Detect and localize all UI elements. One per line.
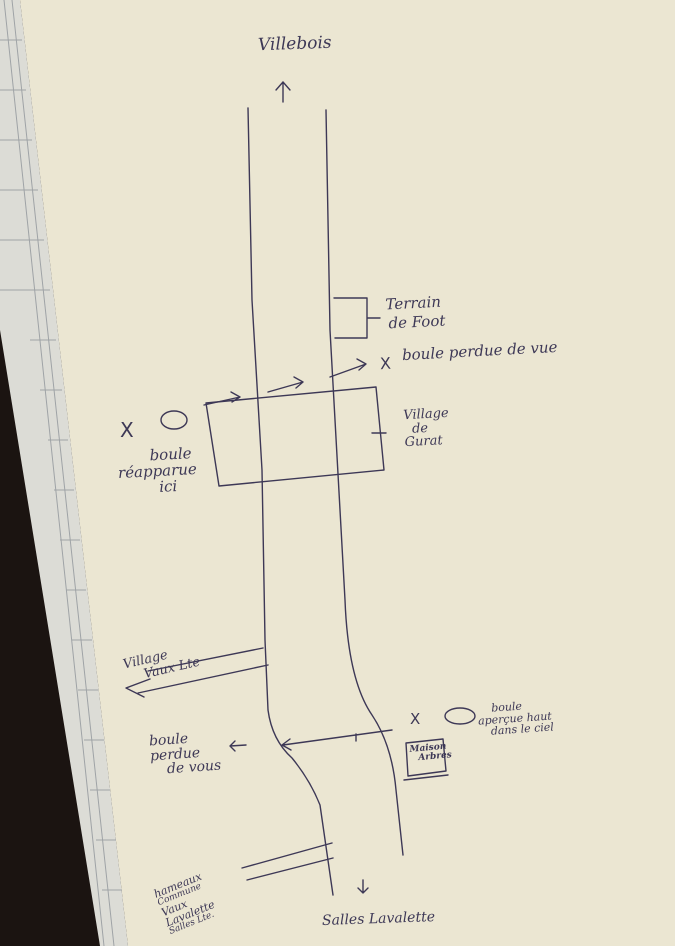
label-football-field: Terrain de Foot bbox=[385, 292, 446, 333]
ink-lines bbox=[125, 81, 476, 896]
grid-strip bbox=[0, 0, 128, 946]
village-gurat-box bbox=[205, 386, 385, 487]
vaux-road-bottom bbox=[137, 664, 269, 694]
trajectory-arrow-2 bbox=[267, 376, 304, 393]
road-right-edge bbox=[325, 109, 404, 856]
hamlet-road-bottom bbox=[246, 857, 334, 881]
cross-marker-lost-view: X bbox=[379, 353, 392, 374]
vaux-road-top bbox=[147, 647, 264, 672]
circle-seen-high bbox=[444, 707, 476, 725]
label-trees-house: Maison Arbres bbox=[409, 741, 453, 764]
circle-reappeared bbox=[160, 410, 188, 430]
lost-under-small-arrow bbox=[229, 740, 247, 752]
vaux-arrow bbox=[125, 678, 151, 698]
grid-lines bbox=[0, 0, 122, 946]
label-village-gurat: Village de Gurat bbox=[402, 405, 450, 451]
hamlet-road-top bbox=[241, 842, 333, 869]
label-lost-under: boule perdue de vous bbox=[148, 730, 222, 778]
label-reappeared: boule réapparue ici bbox=[117, 444, 198, 496]
lost-under-arrow bbox=[281, 729, 393, 751]
label-seen-high: boule aperçue haut dans le ciel bbox=[477, 699, 555, 738]
trees-house-link bbox=[403, 774, 449, 781]
trajectory-arrow-1 bbox=[203, 391, 241, 406]
trees-house-box bbox=[405, 738, 447, 777]
football-field-outline bbox=[333, 297, 381, 339]
south-arrow bbox=[357, 879, 369, 894]
cross-marker-seen-high: X bbox=[410, 710, 421, 728]
north-arrow bbox=[275, 81, 291, 103]
trajectory-arrow-3 bbox=[329, 358, 367, 378]
label-north-town: Villebois bbox=[257, 32, 332, 56]
cross-marker-reappeared: X bbox=[120, 418, 134, 442]
road-left-edge bbox=[247, 107, 334, 896]
